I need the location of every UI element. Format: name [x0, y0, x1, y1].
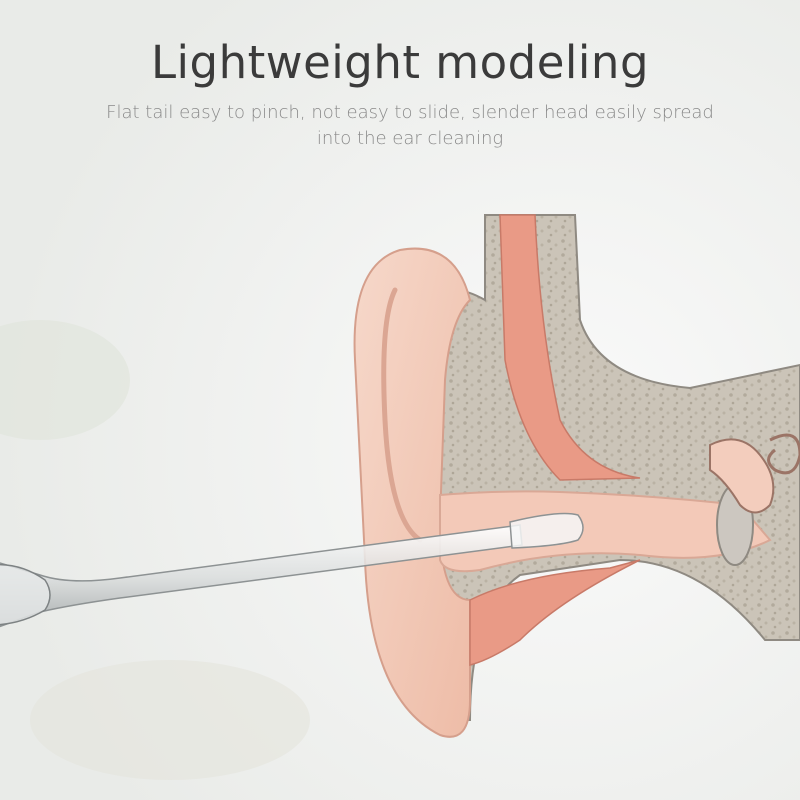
blurred-floor-shape — [30, 660, 310, 780]
ear-pick-head — [509, 512, 584, 549]
blurred-plant-shape — [0, 320, 130, 440]
cochlea — [767, 433, 800, 475]
ear-canal-lower-muscle — [469, 559, 641, 666]
ear-pick-handle-tail — [0, 563, 51, 626]
headline: Lightweight modeling — [150, 36, 650, 89]
subtitle: Flat tail easy to pinch, not easy to sli… — [106, 102, 714, 149]
ossicles — [709, 438, 775, 514]
ear-canal-upper-muscle — [499, 214, 641, 481]
ear-fold — [381, 287, 423, 543]
